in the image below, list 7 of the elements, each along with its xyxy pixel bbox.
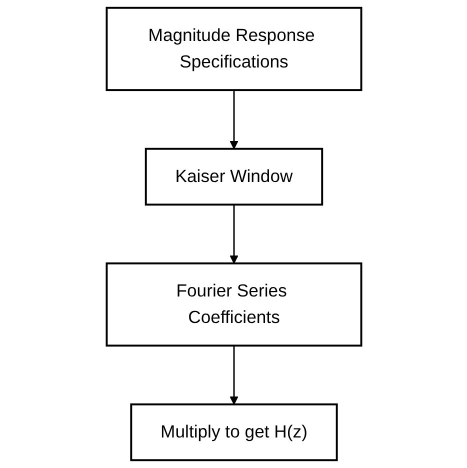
arrow [229,346,238,405]
node-box: Kaiser Window [144,148,323,206]
arrow [229,90,238,150]
node-box: Multiply to get H(z) [130,403,338,462]
node-box: Fourier Series Coefficients [105,262,362,347]
arrow [229,204,238,264]
node-box: Magnitude Response Specifications [105,6,362,92]
